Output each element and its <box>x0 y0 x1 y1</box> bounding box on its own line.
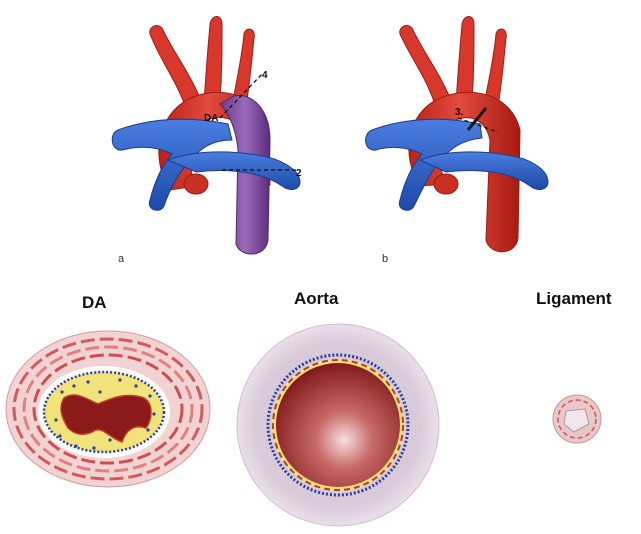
section-title-ligament: Ligament <box>536 289 612 308</box>
panel-a-root <box>184 174 208 194</box>
panel-a-label-da: DA <box>204 113 218 124</box>
panel-b-marker: 3. <box>455 107 464 118</box>
panel-b-root <box>434 174 458 194</box>
panel-a-marker-bottom: 2 <box>296 168 302 179</box>
panel-b-illustration: 3. b <box>366 17 548 266</box>
panel-a-letter: a <box>118 253 125 265</box>
aorta-lumen <box>276 363 400 487</box>
section-title-aorta: Aorta <box>294 289 339 308</box>
ligament-cross-section <box>553 395 601 443</box>
panel-b-letter: b <box>382 253 388 265</box>
section-title-da: DA <box>82 293 107 312</box>
panel-a-illustration: DA 4 2 a <box>112 17 302 266</box>
aorta-cross-section <box>237 324 439 526</box>
da-cross-section <box>6 331 210 487</box>
panel-a-marker-top: 4 <box>262 70 268 81</box>
